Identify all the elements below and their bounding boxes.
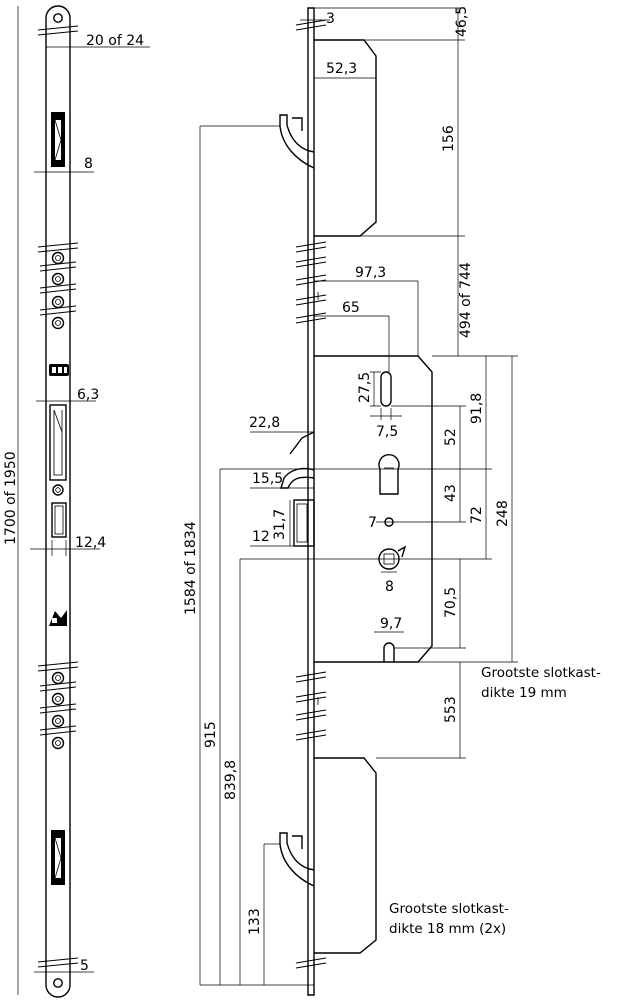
side-view-dimensions: 3 46,5 52,3 156 97,3 494 of 744 65 27,5 …: [183, 6, 518, 986]
dim-65: 65: [342, 300, 360, 316]
latch-opening: [49, 404, 67, 481]
secondary-logo-icon: [49, 610, 67, 626]
dim-7: 7: [368, 515, 377, 531]
dim-7-5: 7,5: [376, 424, 398, 440]
dim-12: 12: [252, 529, 270, 545]
dim-915: 915: [203, 721, 219, 748]
bottom-hook-slot: [51, 830, 65, 885]
dim-494-744: 494 of 744: [458, 262, 474, 338]
dim-43: 43: [443, 484, 459, 502]
dim-91-8: 91,8: [469, 393, 485, 424]
brand-logo-icon: [49, 364, 69, 376]
dim-70-5: 70,5: [443, 587, 459, 618]
side-view-lock: [279, 7, 433, 996]
dim-3: 3: [326, 11, 335, 27]
dim-6-3: 6,3: [77, 387, 99, 403]
dim-46-5: 46,5: [454, 6, 470, 37]
dim-8-side: 8: [385, 579, 394, 595]
dim-12-4: 12,4: [75, 535, 106, 551]
dim-width-20-24: 20 of 24: [86, 33, 144, 49]
dim-9-7: 9,7: [380, 616, 402, 632]
dim-133: 133: [247, 908, 263, 935]
dim-72: 72: [469, 506, 485, 524]
note-19-line-1: Grootste slotkast-: [481, 665, 601, 681]
upper-screw-holes: [39, 251, 77, 330]
front-view-dimensions: 20 of 24 8 6,3 12,4 5 1700 of 1950: [3, 6, 150, 995]
deadbolt-opening: [51, 502, 67, 538]
dim-5: 5: [80, 958, 89, 974]
dim-8-front: 8: [84, 156, 93, 172]
dim-553: 553: [443, 696, 459, 723]
note-18-line-1: Grootste slotkast-: [389, 901, 509, 917]
notes: Grootste slotkast- dikte 19 mm Grootste …: [389, 665, 601, 937]
dim-15-5: 15,5: [252, 471, 283, 487]
front-view-bar: [37, 5, 79, 998]
note-18-line-2: dikte 18 mm (2x): [389, 921, 506, 937]
dim-31-7: 31,7: [272, 509, 288, 540]
dim-52: 52: [443, 428, 459, 446]
dim-1584-1834: 1584 of 1834: [183, 521, 199, 615]
lower-screw-holes: [39, 671, 77, 750]
dim-839-8: 839,8: [223, 760, 239, 800]
dim-22-8: 22,8: [249, 415, 280, 431]
top-hook-slot: [51, 112, 65, 167]
dim-248: 248: [495, 500, 511, 527]
note-19-line-2: dikte 19 mm: [481, 685, 567, 701]
dim-1700-1950: 1700 of 1950: [3, 451, 19, 545]
dim-27-5: 27,5: [357, 372, 373, 403]
dim-97-3: 97,3: [355, 265, 386, 281]
dim-156: 156: [441, 125, 457, 152]
dim-52-3: 52,3: [326, 61, 357, 77]
